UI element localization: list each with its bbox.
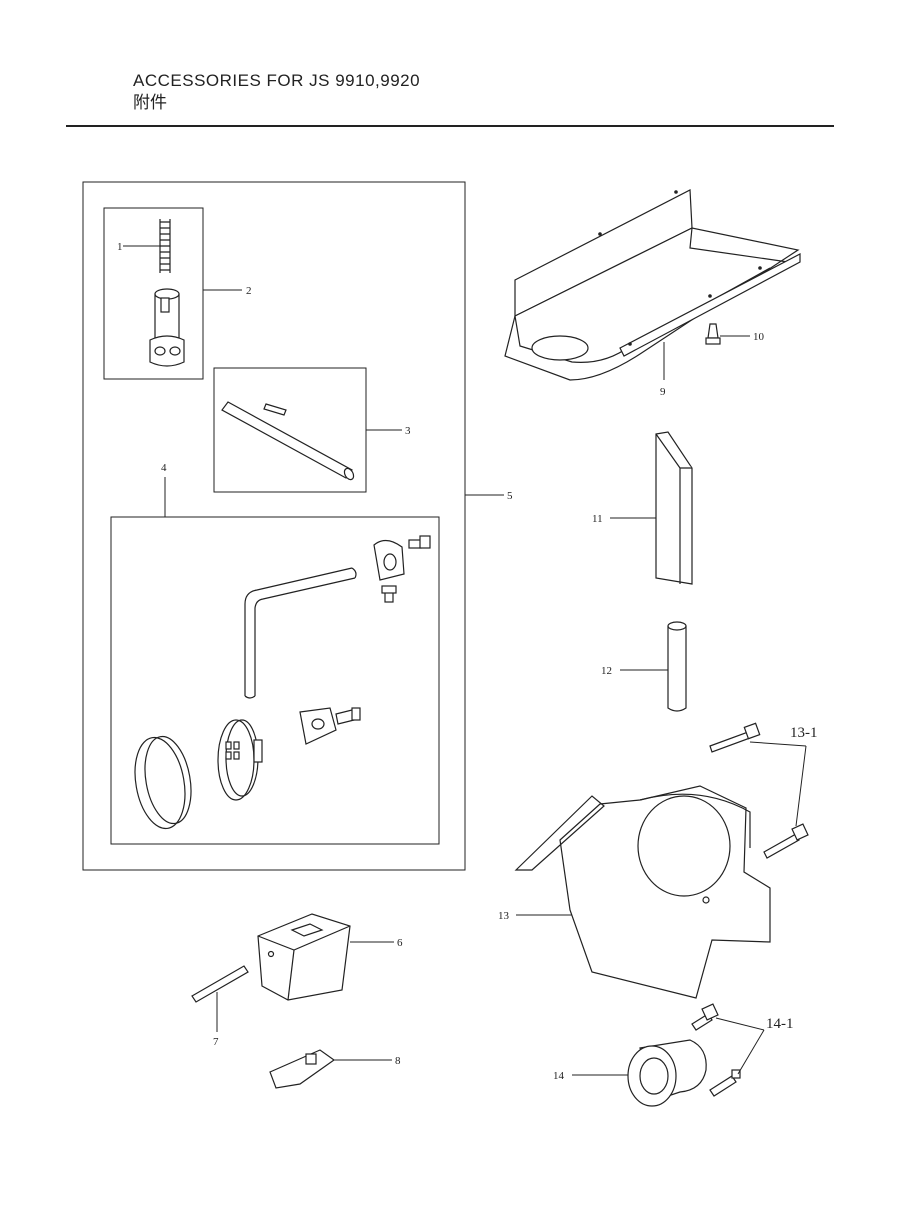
kit-box-frame xyxy=(82,181,466,871)
callout-4: 4 xyxy=(161,462,167,474)
clamp-block-with-bolt xyxy=(373,535,431,603)
box-part-4 xyxy=(110,516,440,845)
screw-part-14-1-upper xyxy=(691,1003,719,1031)
callout-13-1: 13-1 xyxy=(790,725,818,741)
callout-14: 14 xyxy=(553,1070,565,1082)
screw-part-13-1-lower xyxy=(763,823,809,859)
header-divider xyxy=(66,125,834,127)
leader-13-1b xyxy=(795,745,807,827)
leader-13-1a xyxy=(749,741,807,747)
callout-1: 1 xyxy=(117,241,123,253)
knob-part-14 xyxy=(627,1039,707,1107)
sleeve-part-2 xyxy=(149,288,185,367)
leader-14-1b xyxy=(737,1029,765,1075)
spring-part-1 xyxy=(159,219,171,273)
page-title: ACCESSORIES FOR JS 9910,9920 xyxy=(133,71,421,90)
wood-block-part-11 xyxy=(655,431,693,585)
pin-part-7 xyxy=(191,965,249,1003)
pin-part-12 xyxy=(667,621,687,712)
callout-10: 10 xyxy=(753,331,765,343)
callout-9: 9 xyxy=(660,386,666,398)
hex-wrench xyxy=(244,567,357,699)
block-part-6 xyxy=(257,913,351,1001)
callout-6: 6 xyxy=(397,937,403,949)
leader-14-1a xyxy=(715,1017,765,1031)
oil-pan-part-9 xyxy=(504,189,801,381)
screw-part-10 xyxy=(705,323,721,345)
screw-part-13-1-upper xyxy=(709,722,761,753)
screw-part-14-1-lower xyxy=(709,1069,741,1097)
callout-13: 13 xyxy=(498,910,510,922)
callout-7: 7 xyxy=(213,1036,219,1048)
page-title-chinese: 附件 xyxy=(133,93,167,113)
page-header: ACCESSORIES FOR JS 9910,9920 附件 xyxy=(133,70,420,114)
rod-part-3 xyxy=(221,401,355,481)
oval-pad xyxy=(134,735,192,830)
callout-11: 11 xyxy=(592,513,603,525)
latch-part-8 xyxy=(269,1049,336,1089)
belt-cover-part-13 xyxy=(514,785,771,999)
callout-5: 5 xyxy=(507,490,513,502)
callout-3: 3 xyxy=(405,425,411,437)
needle-plate-pad xyxy=(217,719,263,801)
callout-8: 8 xyxy=(395,1055,401,1067)
callout-14-1: 14-1 xyxy=(766,1016,794,1032)
callout-2: 2 xyxy=(246,285,252,297)
bracket-with-screw xyxy=(299,707,361,745)
callout-12: 12 xyxy=(601,665,612,677)
box-parts-1-2 xyxy=(103,207,204,380)
